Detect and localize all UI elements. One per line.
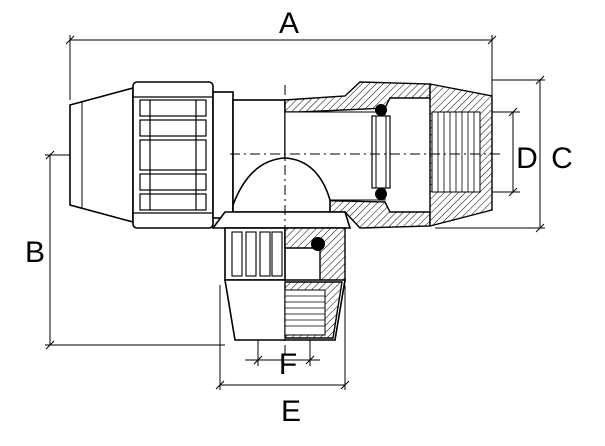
o-ring-top	[375, 104, 387, 116]
left-compression-nut	[69, 81, 234, 229]
o-ring-bottom	[375, 188, 387, 200]
dimension-label-d: D	[516, 142, 538, 175]
dimension-d: D	[480, 107, 538, 197]
dimension-label-f: F	[279, 348, 297, 381]
tee-main-body	[230, 81, 500, 229]
dimension-label-e: E	[281, 395, 301, 428]
dimension-label-b: B	[25, 236, 45, 269]
dimension-label-a: A	[279, 7, 299, 40]
dimension-f: F	[245, 340, 320, 381]
dimension-b: B	[25, 150, 225, 350]
dimension-label-c: C	[551, 142, 573, 175]
o-ring-branch	[311, 237, 325, 251]
dimension-c: C	[435, 75, 573, 233]
dimension-a: A	[65, 7, 497, 100]
dimension-e: E	[215, 285, 350, 428]
tee-branch	[211, 85, 352, 355]
